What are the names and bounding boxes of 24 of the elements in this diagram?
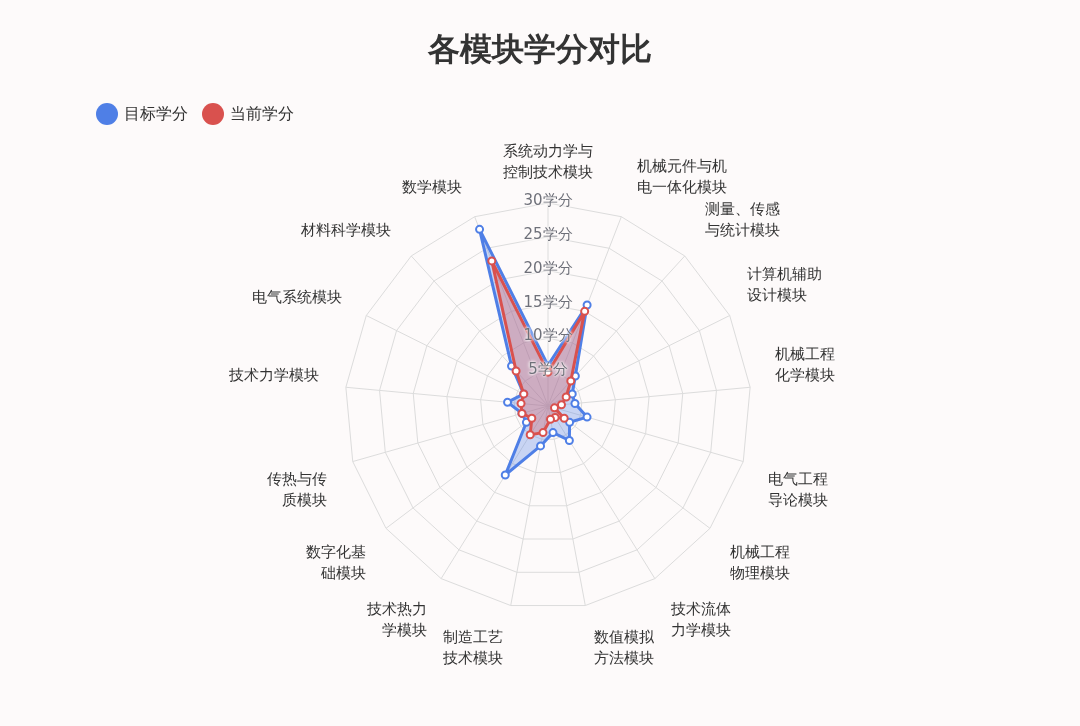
chart-title: 各模块学分对比 <box>427 29 653 70</box>
axis-label: 电气系统模块 <box>251 286 342 308</box>
tick-label: 25学分 <box>522 224 574 243</box>
legend-label: 目标学分 <box>124 103 188 125</box>
axis-label: 数字化基础模块 <box>305 542 366 584</box>
axis-label: 电气工程导论模块 <box>768 469 829 511</box>
axis-label: 技术流体力学模块 <box>671 599 732 641</box>
axis-label: 测量、传感与统计模块 <box>704 199 781 241</box>
legend-label: 当前学分 <box>230 103 294 125</box>
axis-label: 传热与传质模块 <box>266 469 327 511</box>
axis-label: 制造工艺技术模块 <box>442 627 503 669</box>
axis-label: 数值模拟方法模块 <box>594 627 655 669</box>
axis-label: 机械元件与机电一体化模块 <box>637 156 728 198</box>
axis-label: 计算机辅助设计模块 <box>746 264 823 306</box>
axis-label: 机械工程化学模块 <box>775 344 836 386</box>
tick-label: 15学分 <box>522 292 574 311</box>
axis-label: 机械工程物理模块 <box>730 542 791 584</box>
axis-label: 系统动力学与控制技术模块 <box>502 141 594 183</box>
axis-label: 技术热力学模块 <box>366 599 427 641</box>
axis-label: 技术力学模块 <box>228 364 319 386</box>
axis-label: 材料科学模块 <box>300 219 391 241</box>
axis-label: 数学模块 <box>401 176 462 198</box>
tick-label: 20学分 <box>522 258 574 277</box>
tick-label: 30学分 <box>522 191 574 209</box>
